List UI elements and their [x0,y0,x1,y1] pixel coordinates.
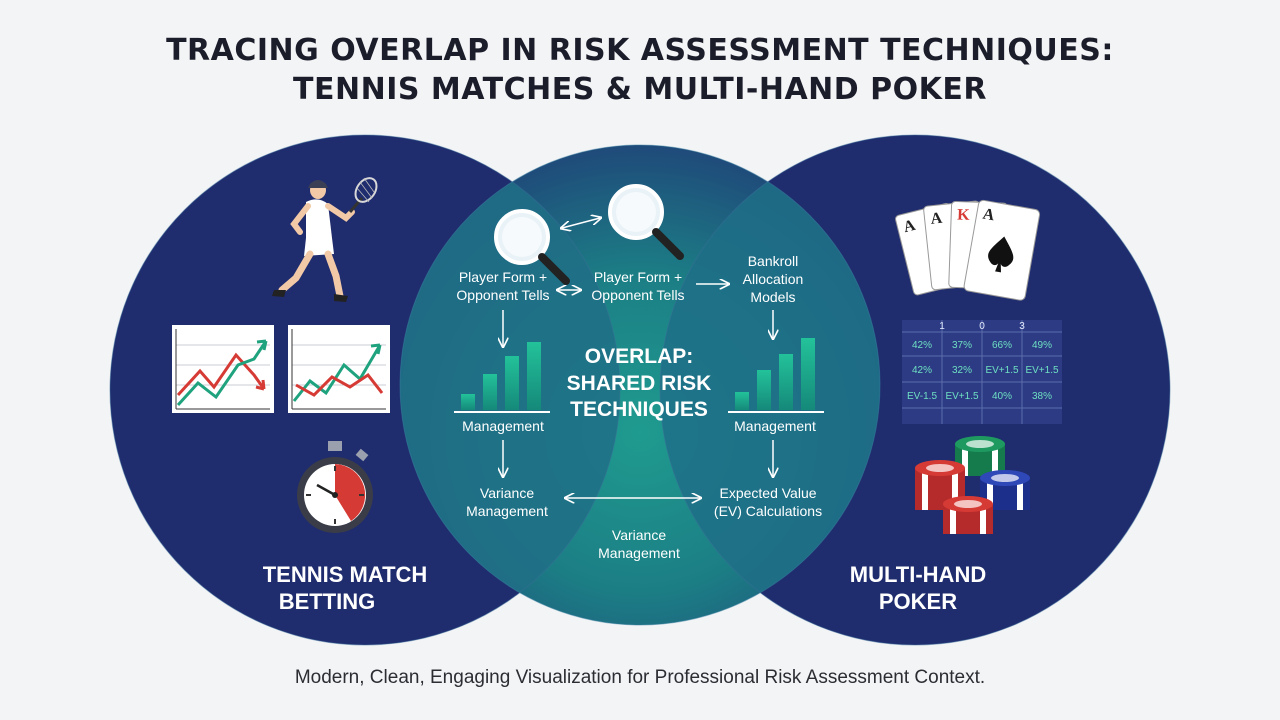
table-cell: EV+1.5 [945,391,979,402]
table-cell: 49% [1032,340,1052,351]
spade-icon [988,236,1014,273]
playing-cards-icon: A A K A [895,199,1041,301]
node-variance-left-line-1: Variance [480,485,534,501]
magnifier-icon [608,184,684,260]
table-cell: 42% [912,340,932,351]
card-rank: A [930,210,944,228]
table-cell: 32% [952,365,972,376]
table-header-cell: 1 [939,321,945,332]
left-label-line-1: TENNIS MATCH [263,562,428,587]
node-variance-left-line-2: Management [466,503,548,519]
right-overlap-lens [660,145,880,625]
node-form-right-line-2: Opponent Tells [591,287,684,303]
arrow-magnifiers [562,218,600,228]
table-cell: 37% [952,340,972,351]
right-label-line-1: MULTI-HAND [850,562,986,587]
left-ring [109,134,621,646]
title-line-2: TENNIS MATCHES & MULTI-HAND POKER [293,72,987,107]
overlap-heading-line-3: TECHNIQUES [570,398,708,421]
bar-chart-left-icon [454,342,550,413]
overlap-heading-line-1: OVERLAP: [585,345,694,368]
table-header-cell: 3 [1019,321,1025,332]
node-ev-line-2: (EV) Calculations [714,503,822,519]
chip-stack-red-front [943,496,993,534]
line-chart-icon [172,325,274,413]
table-cell: 38% [1032,391,1052,402]
odds-table-icon: 1 0 3 42% 37% 66% 49% 42% 32% EV+1.5 EV+… [902,320,1062,424]
card-rank: K [957,207,971,224]
table-header-cell: 0 [979,321,985,332]
card-rank: A [902,217,918,236]
poker-chips-icon [915,436,1030,534]
tennis-player-icon [272,177,378,302]
left-overlap-lens [400,145,620,625]
node-bankroll-line-3: Models [750,289,795,305]
node-mgmt-right: Management [734,418,816,434]
bar-chart-right-icon [728,338,824,413]
stopwatch-icon [297,441,373,533]
table-cell: 66% [992,340,1012,351]
magnifier-icon [494,209,570,285]
left-label-line-2: BETTING [279,589,376,614]
card-rank: A [981,206,996,225]
node-form-right-line-1: Player Form + [594,269,682,285]
center-ring [399,144,881,626]
node-bankroll-line-2: Allocation [743,271,804,287]
table-cell: 40% [992,391,1012,402]
table-cell: EV+1.5 [985,365,1019,376]
node-variance-bottom-line-2: Management [598,545,680,561]
node-form-left-line-1: Player Form + [459,269,547,285]
line-chart-icon [288,325,390,413]
node-form-left-line-2: Opponent Tells [456,287,549,303]
node-bankroll-line-1: Bankroll [748,253,799,269]
right-ring [659,134,1171,646]
node-mgmt-left: Management [462,418,544,434]
table-cell: EV+1.5 [1025,365,1059,376]
right-label-line-2: POKER [879,589,957,614]
table-cell: 42% [912,365,932,376]
overlap-heading-line-2: SHARED RISK [567,372,712,395]
node-variance-bottom-line-1: Variance [612,527,666,543]
table-cell: EV-1.5 [907,391,937,402]
node-ev-line-1: Expected Value [719,485,816,501]
title-line-1: TRACING OVERLAP IN RISK ASSESSMENT TECHN… [166,33,1114,68]
caption: Modern, Clean, Engaging Visualization fo… [294,667,986,688]
